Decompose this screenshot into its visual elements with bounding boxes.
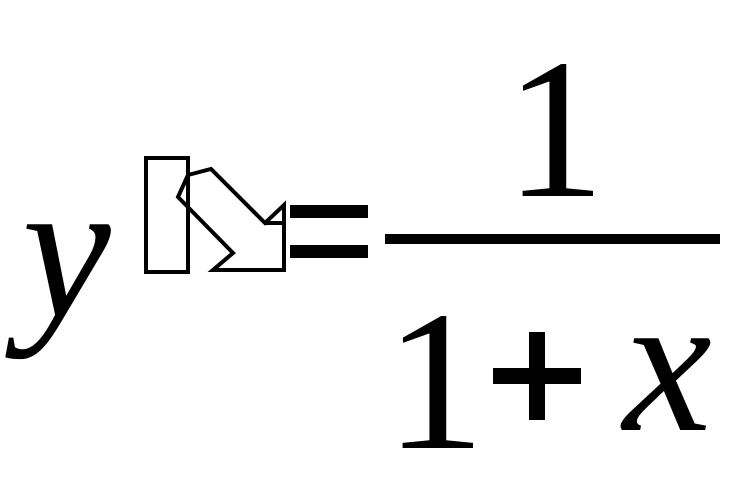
math-formula: y 1 1 x <box>22 19 725 482</box>
equals-top-bar <box>290 205 368 218</box>
fraction-numerator: 1 <box>505 19 605 240</box>
equals-sign <box>290 205 368 259</box>
fraction-bar <box>385 234 720 244</box>
denominator-variable-x: x <box>623 253 712 474</box>
plus-vertical-stroke <box>529 332 545 420</box>
missing-glyph-icon <box>144 156 286 274</box>
equals-bottom-bar <box>290 245 368 258</box>
plus-sign <box>493 332 581 420</box>
fraction-denominator: 1 x <box>385 264 725 482</box>
lhs-variable-y: y <box>22 139 111 360</box>
denominator-one: 1 <box>385 271 485 492</box>
